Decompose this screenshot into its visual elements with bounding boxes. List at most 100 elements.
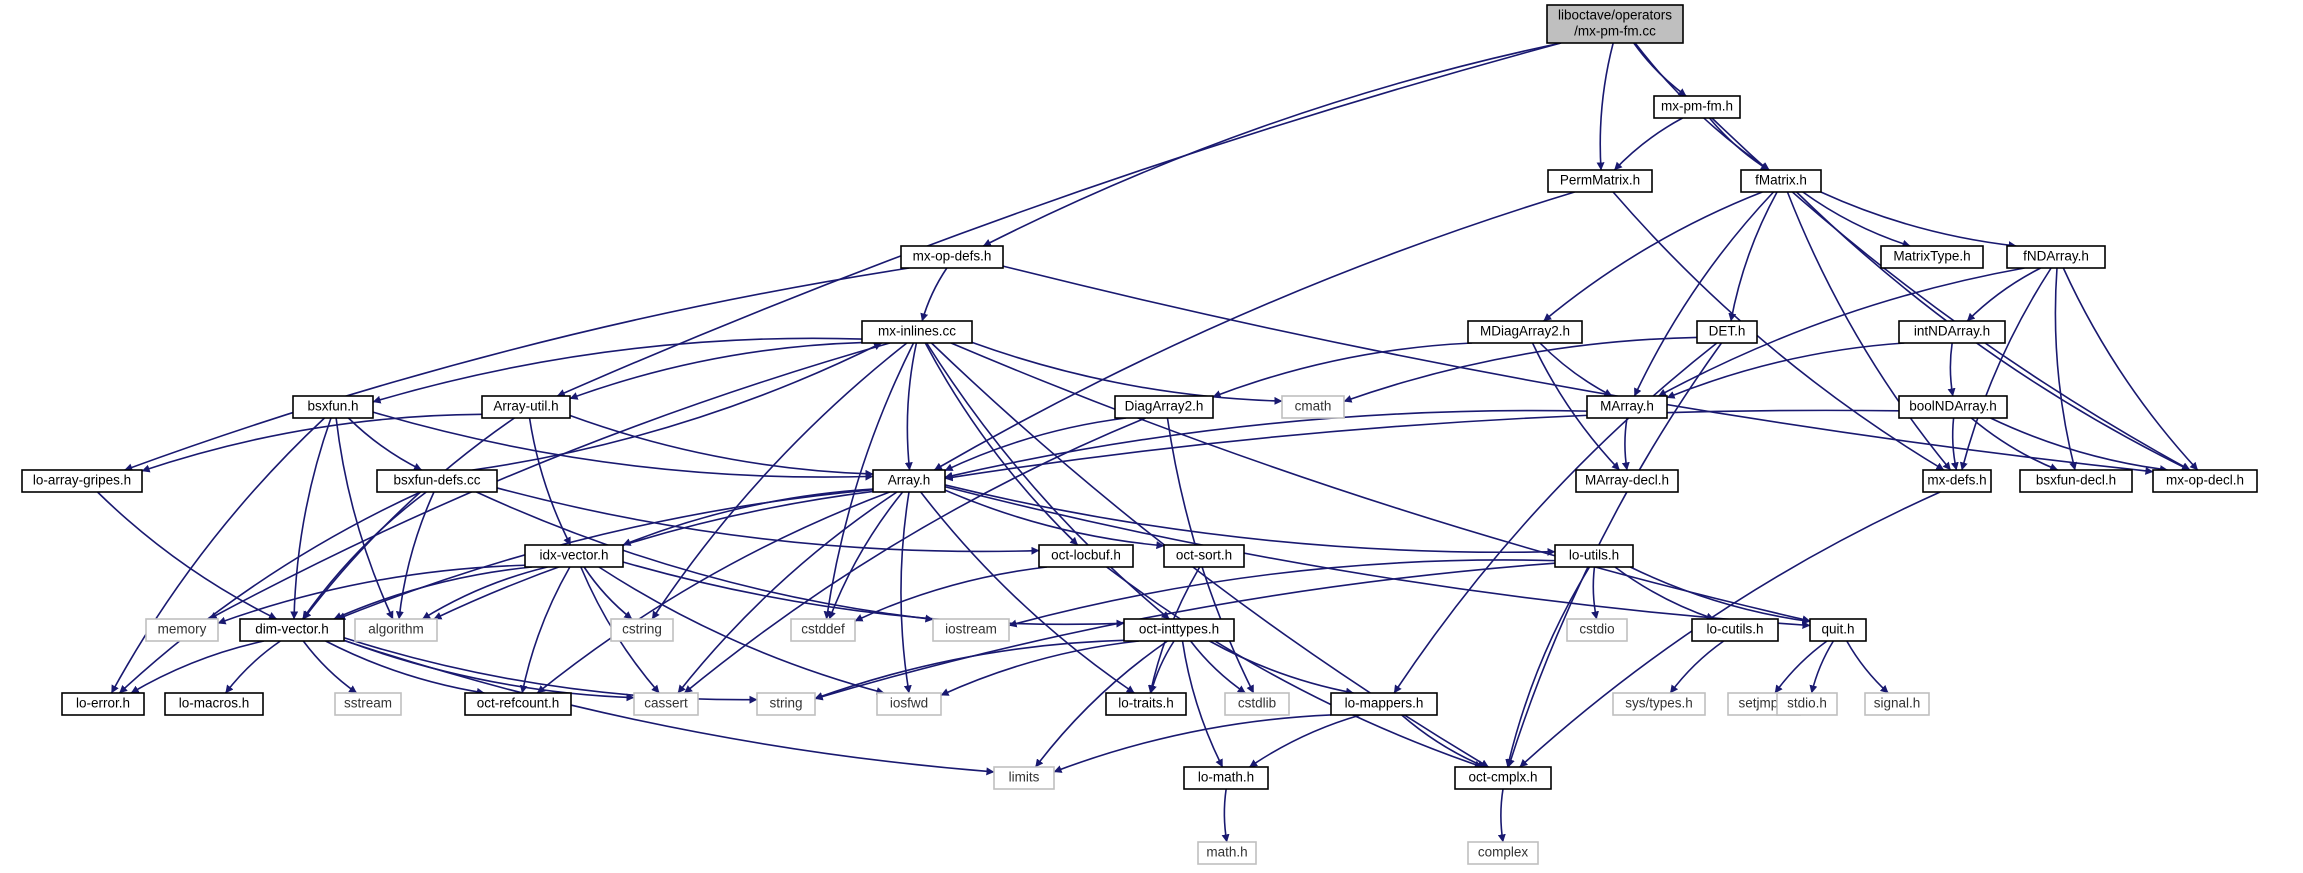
node-label: lo-mappers.h	[1345, 696, 1424, 711]
edge-fmatrix-to-det	[1728, 191, 1778, 322]
node-bsxfun-decl[interactable]: bsxfun-decl.h	[2019, 469, 2133, 493]
node-array[interactable]: Array.h	[872, 469, 946, 493]
node-label: memory	[158, 622, 207, 637]
node-boolndarray[interactable]: boolNDArray.h	[1898, 395, 2008, 419]
node-diagarray2[interactable]: DiagArray2.h	[1114, 395, 1214, 419]
node-lo-mappers[interactable]: lo-mappers.h	[1330, 692, 1438, 716]
node-label: bsxfun-defs.cc	[393, 473, 480, 488]
edge-dim_vector-to-string	[343, 637, 758, 704]
node-root[interactable]: liboctave/operators/mx-pm-fm.cc	[1546, 4, 1684, 44]
node-box	[872, 469, 946, 493]
node-label: cstdio	[1579, 622, 1614, 637]
node-lo-traits[interactable]: lo-traits.h	[1105, 692, 1187, 716]
edge-fmatrix-to-mx_op_decl	[1795, 191, 2190, 471]
node-label: DET.h	[1709, 324, 1746, 339]
node-quit[interactable]: quit.h	[1809, 618, 1867, 642]
edge-det-to-lo_mappers	[1393, 342, 1718, 694]
edge-dim_vector-to-lo_macros	[224, 640, 281, 694]
edge-bsxfun_defs-to-iostream	[476, 491, 934, 623]
edge-bsxfun-to-lo_error	[110, 417, 326, 694]
node-box	[1880, 245, 1984, 269]
edge-idx_vector-to-cstring	[583, 566, 633, 620]
node-box	[145, 618, 219, 642]
node-box	[1123, 618, 1235, 642]
node-complex: complex	[1467, 841, 1539, 865]
node-lo-error[interactable]: lo-error.h	[61, 692, 145, 716]
node-matrixtype[interactable]: MatrixType.h	[1880, 245, 1984, 269]
node-mdiagarray2[interactable]: MDiagArray2.h	[1467, 320, 1583, 344]
node-lo-math[interactable]: lo-math.h	[1183, 766, 1269, 790]
node-box	[239, 618, 345, 642]
edge-dim_vector-to-oct_refcount	[325, 640, 485, 696]
node-lo-array-gripes[interactable]: lo-array-gripes.h	[21, 469, 143, 493]
edge-idx_vector-to-oct_inttypes	[622, 561, 1125, 628]
edge-mx_inlines-to-array_util	[569, 341, 863, 400]
node-box	[1038, 544, 1134, 568]
node-bsxfun-defs[interactable]: bsxfun-defs.cc	[376, 469, 498, 493]
node-array-util[interactable]: Array-util.h	[481, 395, 571, 419]
node-mx-pm-fm-h[interactable]: mx-pm-fm.h	[1653, 95, 1741, 119]
node-oct-sort[interactable]: oct-sort.h	[1163, 544, 1245, 568]
node-cstring: cstring	[610, 618, 674, 642]
node-label: MDiagArray2.h	[1480, 324, 1570, 339]
node-idx-vector[interactable]: idx-vector.h	[524, 544, 624, 568]
node-box	[1864, 692, 1930, 716]
edge-bsxfun-to-dim_vector	[290, 417, 332, 620]
node-permmatrix[interactable]: PermMatrix.h	[1547, 169, 1653, 193]
node-marray-decl[interactable]: MArray-decl.h	[1575, 469, 1679, 493]
edge-diagarray2-to-cassert	[683, 417, 1146, 694]
edge-mx_inlines-to-cmath	[971, 341, 1283, 405]
node-label: mx-op-decl.h	[2166, 473, 2244, 488]
node-limits: limits	[993, 766, 1055, 790]
edge-bsxfun_defs-to-lo_error	[118, 491, 421, 694]
node-label: complex	[1478, 845, 1529, 860]
edge-fmatrix-to-mx_defs	[1786, 191, 1952, 471]
node-oct-locbuf[interactable]: oct-locbuf.h	[1038, 544, 1134, 568]
node-fndarray[interactable]: fNDArray.h	[2006, 245, 2106, 269]
edge-fndarray-to-mx_op_decl	[2062, 267, 2199, 471]
node-box	[610, 618, 674, 642]
node-intndarray[interactable]: intNDArray.h	[1898, 320, 2006, 344]
edge-array-to-cstddef	[828, 491, 904, 620]
node-lo-cutils[interactable]: lo-cutils.h	[1691, 618, 1779, 642]
node-oct-refcount[interactable]: oct-refcount.h	[464, 692, 572, 716]
edge-quit-to-stdio	[1809, 640, 1835, 694]
node-fmatrix[interactable]: fMatrix.h	[1740, 169, 1822, 193]
node-mx-defs[interactable]: mx-defs.h	[1922, 469, 1992, 493]
node-label: liboctave/operators	[1558, 8, 1672, 23]
node-box	[1696, 320, 1758, 344]
node-label: limits	[1009, 770, 1040, 785]
node-lo-utils[interactable]: lo-utils.h	[1554, 544, 1634, 568]
node-cstdio: cstdio	[1566, 618, 1628, 642]
node-mx-op-decl[interactable]: mx-op-decl.h	[2152, 469, 2258, 493]
node-label: lo-error.h	[76, 696, 130, 711]
node-lo-macros[interactable]: lo-macros.h	[164, 692, 264, 716]
node-bsxfun[interactable]: bsxfun.h	[292, 395, 374, 419]
edge-array-to-iosfwd	[900, 491, 912, 694]
node-marray[interactable]: MArray.h	[1586, 395, 1668, 419]
edge-lo_utils-to-string	[814, 562, 1556, 701]
node-oct-inttypes[interactable]: oct-inttypes.h	[1123, 618, 1235, 642]
node-box	[1554, 544, 1634, 568]
edge-fndarray-to-marray	[1658, 267, 2025, 397]
node-box	[1740, 169, 1822, 193]
node-oct-cmplx[interactable]: oct-cmplx.h	[1454, 766, 1552, 790]
node-box	[354, 618, 438, 642]
node-det[interactable]: DET.h	[1696, 320, 1758, 344]
node-label: DiagArray2.h	[1125, 399, 1204, 414]
node-label: oct-inttypes.h	[1139, 622, 1219, 637]
edge-det-to-cmath	[1343, 336, 1698, 403]
node-box	[1105, 692, 1187, 716]
node-label: oct-sort.h	[1176, 548, 1232, 563]
node-box	[524, 544, 624, 568]
node-mx-inlines[interactable]: mx-inlines.cc	[861, 320, 973, 344]
node-dim-vector[interactable]: dim-vector.h	[239, 618, 345, 642]
edge-oct_inttypes-to-iosfwd	[940, 640, 1139, 696]
node-label: signal.h	[1874, 696, 1921, 711]
node-mx-op-defs[interactable]: mx-op-defs.h	[900, 245, 1004, 269]
node-algorithm: algorithm	[354, 618, 438, 642]
node-label: cmath	[1295, 399, 1332, 414]
edge-bsxfun_defs-to-oct_locbuf	[496, 487, 1040, 555]
node-label: oct-cmplx.h	[1468, 770, 1537, 785]
node-box	[1197, 841, 1257, 865]
